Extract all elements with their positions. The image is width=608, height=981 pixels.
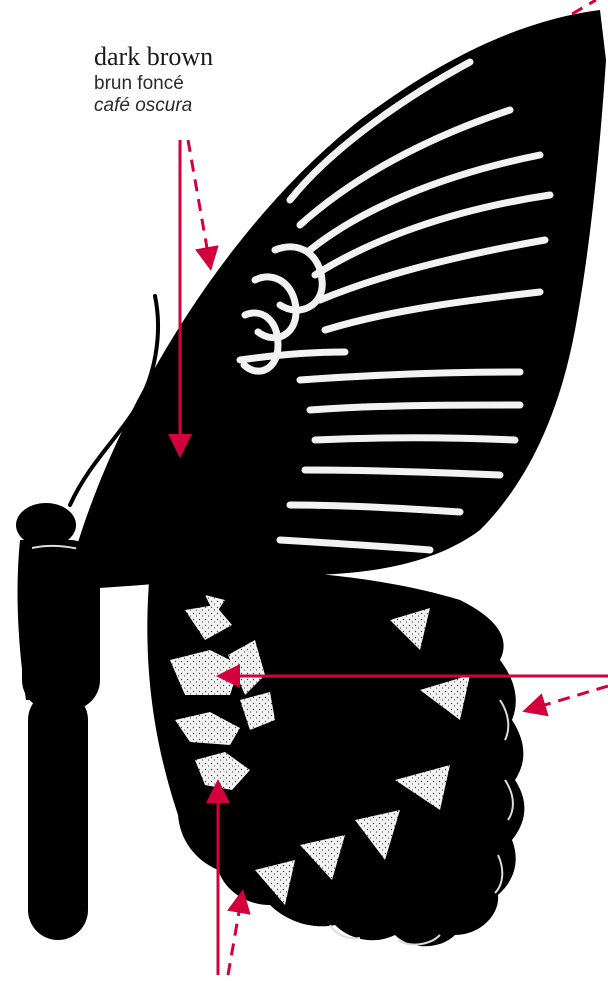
- arrow-dark-brown-dashed: [188, 140, 210, 265]
- arrow-lower-dashed: [228, 895, 242, 975]
- color-label: dark brown brun foncé café oscura: [94, 42, 213, 117]
- label-french: brun foncé: [94, 73, 213, 95]
- arrow-edge-dashed: [528, 686, 608, 710]
- label-english: dark brown: [94, 42, 213, 73]
- label-spanish: café oscura: [94, 95, 213, 117]
